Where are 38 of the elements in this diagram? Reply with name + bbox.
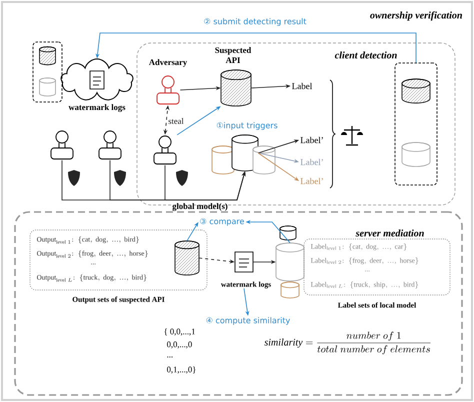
model-cylinders-drawing [212,134,276,174]
arrow [96,32,416,63]
output-label: Label’ [300,158,323,166]
model-cylinders-drawing [276,226,304,298]
person-icon [154,136,176,164]
database-cylinder [174,240,200,276]
node-title: watermark logs [68,104,126,112]
set-entry: $\mathrm{Label}_{\mathrm{level}\ 1}\mathrm{:\ \{cat,\ dog,\ ...,\ car\}}$ [310,244,407,250]
region-title: server mediation [356,229,424,237]
node-title: global model(s) [172,203,228,211]
matrix-row: 0,1,...,0} [167,366,196,374]
step-label: ④ compute similarity [206,317,290,325]
formula: $\mathit{similarity} = \frac{number\ of\ 1}{total\ number\ of\ elements}$ [264,332,430,354]
dataset-box [402,78,430,167]
edge-label: ①input triggers [216,122,278,130]
region-title: client detection [334,51,397,59]
node-title: Suspected API [215,47,252,63]
edge-label: steal [168,118,184,124]
matrix-row: { 0,0,...,1 [164,328,195,336]
set-entry: $\mathrm{Output}_{\mathrm{level}\ 2}\mathrm{:\ \{frog,\ deer,\ ...,\ horse\}}$ [36,250,148,258]
set-entry: $\mathrm{Label}_{\mathrm{level}\ L}\mathrm{:\ \{truck,\ ship,\ ...,\ bird\}}$ [310,282,418,288]
database-cylinder [174,240,200,250]
edge-label: ② submit detecting result [204,18,306,26]
matrix-row: ... [167,356,173,358]
set-entry: $\mathrm{Label}_{\mathrm{level}\ 2}\mathrm{:\ \{frog,\ deer,\ ...,\ horse\}}$ [310,258,418,264]
set-entry: $\mathrm{Output}_{\mathrm{level}\ 1}\mathrm{:\ \{cat,\ dog,\ ...,\ bird\}}$ [36,236,139,244]
step-label: ③ compare [200,218,244,226]
matrix-row: 0,0,...,0 [167,342,192,348]
set-entry: $\mathrm{Output}_{\mathrm{level}\ L}\mathrm{:\ \{truck,\ dog,\ ...,\ bird\}}$ [36,274,146,282]
dataset-box [39,46,56,96]
node-title: Adversary [148,59,188,67]
person-icon [98,130,122,160]
output-label: Label’ [300,136,323,144]
database-cylinder [220,70,252,106]
section-title: ownership verification [370,11,462,21]
person-icon [50,130,74,160]
output-label: Label [292,82,312,90]
output-label: Label’ [300,178,323,184]
